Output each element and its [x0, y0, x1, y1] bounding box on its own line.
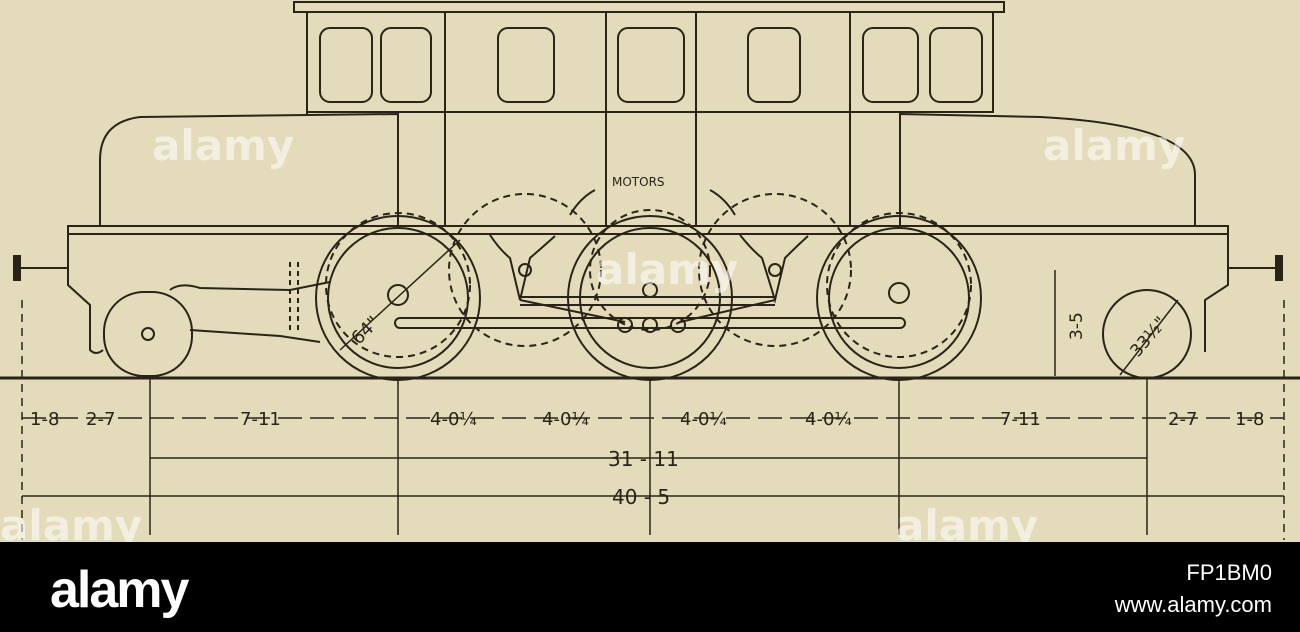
dim-label-9: 2-7 — [1168, 409, 1197, 430]
footer-bar: alamy FP1BM0 www.alamy.com — [0, 542, 1300, 632]
truck-wheels — [103, 289, 1192, 379]
hoods — [99, 112, 1196, 226]
dim-label-4: 4-0¼ — [430, 409, 477, 430]
watermark: alamy — [596, 245, 738, 294]
wheelbase-label: 31 - 11 — [608, 447, 679, 471]
watermark: alamy — [1043, 121, 1185, 170]
side-rods — [387, 234, 910, 333]
overall-length-label: 40 - 5 — [612, 485, 670, 509]
dim-label-2: 2-7 — [86, 409, 115, 430]
alamy-logo: alamy — [50, 561, 189, 619]
dim-label-6: 4-0¼ — [680, 409, 727, 430]
watermark: alamy — [152, 121, 294, 170]
truck-diameter-label: 33½" — [1127, 313, 1172, 361]
frame — [67, 225, 1229, 354]
drawing-labels: MOTORS 64" 33½" 3-5 1-8 2-7 7-11 4-0¼ 4-… — [30, 175, 1264, 509]
motors-label: MOTORS — [612, 175, 665, 189]
buffers — [13, 255, 1283, 281]
watermark: alamy — [0, 501, 142, 542]
dim-label-10: 1-8 — [1235, 409, 1264, 430]
driver-diameter-label: 64" — [347, 312, 384, 349]
dim-label-8: 7-11 — [1000, 409, 1041, 430]
motor-outlines — [325, 193, 972, 358]
image-id: FP1BM0 — [1186, 560, 1272, 585]
dim-label-7: 4-0¼ — [805, 409, 852, 430]
dimension-lines — [21, 300, 1285, 540]
motor-leaders — [569, 189, 736, 216]
height-label: 3-5 — [1067, 312, 1087, 340]
dim-label-3: 7-11 — [240, 409, 281, 430]
cab — [293, 1, 1005, 226]
dim-label-1: 1-8 — [30, 409, 59, 430]
dim-label-5: 4-0¼ — [542, 409, 589, 430]
locomotive-drawing: MOTORS 64" 33½" 3-5 1-8 2-7 7-11 4-0¼ 4-… — [0, 0, 1300, 550]
site-url: www.alamy.com — [1114, 592, 1272, 617]
watermark: alamy — [896, 501, 1038, 542]
